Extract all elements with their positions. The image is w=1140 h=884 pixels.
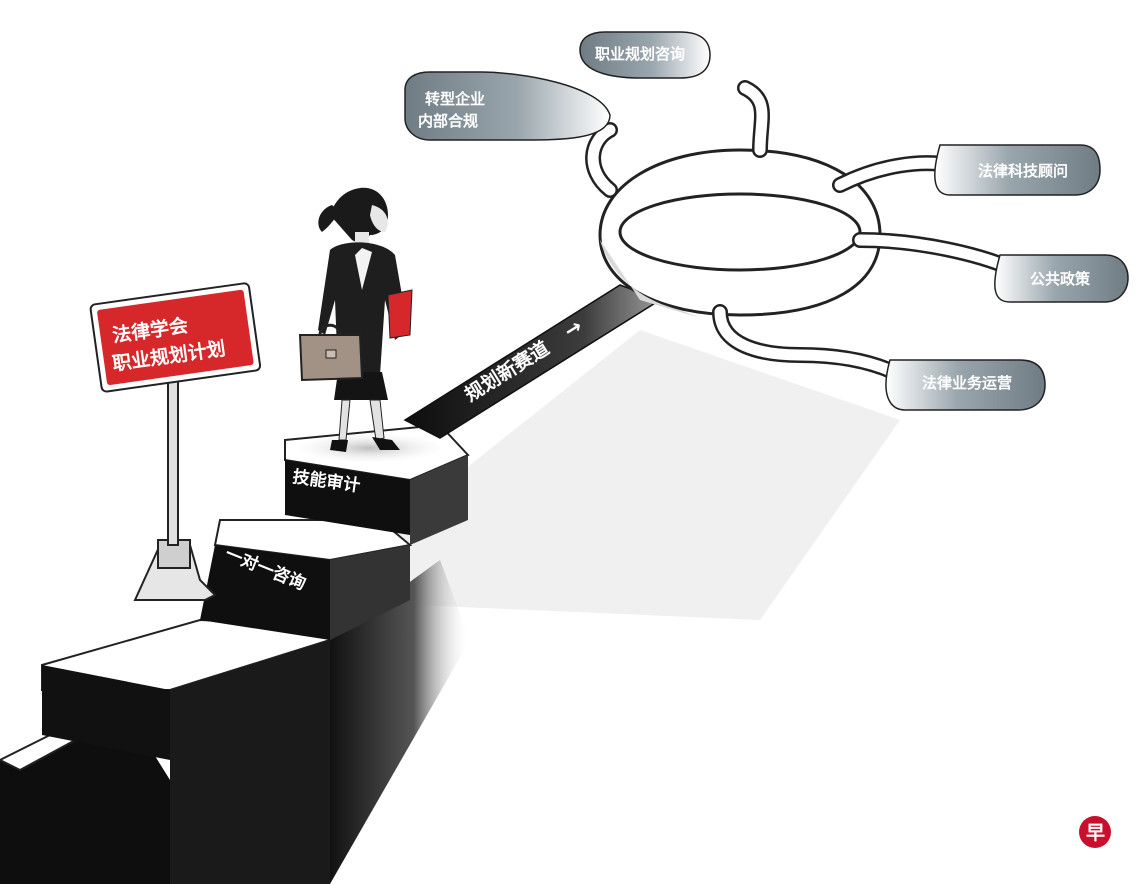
bubble-transform-line1: 转型企业 xyxy=(425,90,485,108)
businesswoman-figure xyxy=(298,187,413,452)
ground-shadow xyxy=(300,330,900,620)
staircase xyxy=(0,423,470,884)
logo-glyph: 早 xyxy=(1086,822,1105,844)
bubble-legal-ops: 法律业务运营 xyxy=(885,359,1046,411)
sign-panel xyxy=(97,289,254,385)
bubble-legaltech: 法律科技顾问 xyxy=(934,144,1101,196)
roundabout-hub xyxy=(585,80,1018,383)
bubble-transform: 转型企业 内部合规 xyxy=(404,71,611,141)
bubble-public-policy-label: 公共政策 xyxy=(1030,270,1091,288)
bubble-legal-ops-label: 法律业务运营 xyxy=(922,374,1012,392)
bubble-career-consult: 职业规划咨询 xyxy=(579,31,711,79)
bubble-legaltech-label: 法律科技顾问 xyxy=(978,162,1068,180)
zaobao-logo: 早 xyxy=(1079,816,1111,848)
bubble-public-policy: 公共政策 xyxy=(994,254,1129,303)
bubble-transform-line2: 内部合规 xyxy=(418,112,478,130)
signpost: 法律学会 职业规划计划 xyxy=(89,282,262,601)
bubble-career-consult-label: 职业规划咨询 xyxy=(595,45,685,63)
logo-circle-icon xyxy=(1079,816,1111,848)
